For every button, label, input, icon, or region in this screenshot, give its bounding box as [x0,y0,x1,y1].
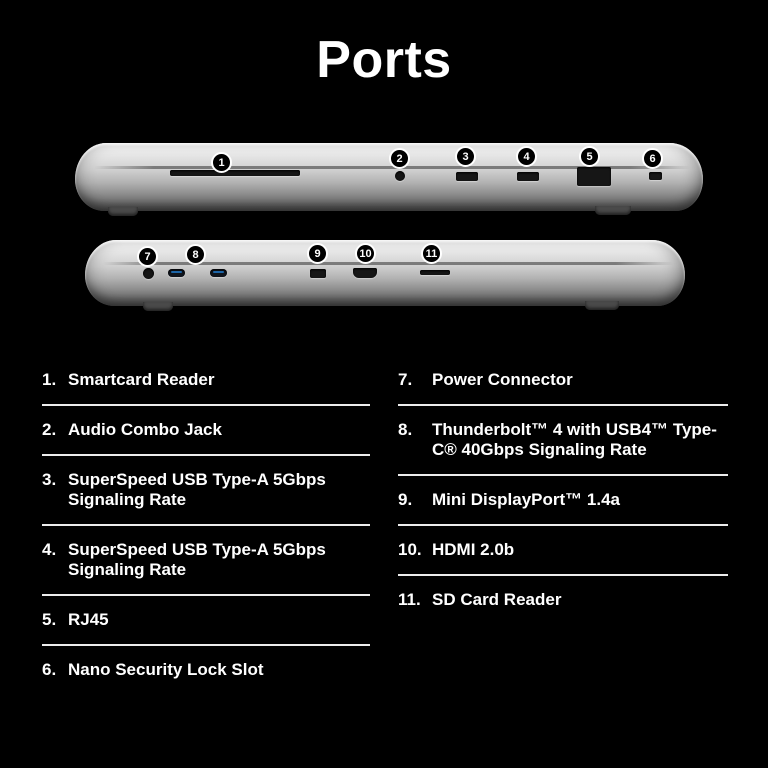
rj45-port [577,167,611,186]
mini-displayport-port [310,269,326,278]
laptop-seam [103,262,673,266]
list-item-usb-a-1: 3. SuperSpeed USB Type-A 5Gbps Signaling… [42,456,370,527]
item-text: Audio Combo Jack [68,420,222,440]
hdmi-port [353,268,377,278]
list-item-thunderbolt-4: 8. Thunderbolt™ 4 with USB4™ Type-C® 40G… [398,406,728,477]
callout-9: 9 [307,243,328,264]
item-text: SuperSpeed USB Type-A 5Gbps Signaling Ra… [68,470,326,510]
list-item-usb-a-2: 4. SuperSpeed USB Type-A 5Gbps Signaling… [42,526,370,597]
usb-c-port-2 [210,269,227,277]
port-list: 1. Smartcard Reader 2. Audio Combo Jack … [42,356,728,694]
list-item-rj45: 5. RJ45 [42,596,370,647]
callout-10: 10 [355,243,376,264]
callout-4: 4 [516,146,537,167]
item-number: 4. [42,540,57,560]
item-text: SuperSpeed USB Type-A 5Gbps Signaling Ra… [68,540,326,580]
item-number: 3. [42,470,57,490]
item-number: 2. [42,420,57,440]
list-item-sd-card-reader: 11. SD Card Reader [398,576,728,624]
item-text: Nano Security Lock Slot [68,660,264,680]
item-number: 1. [42,370,57,389]
list-item-hdmi: 10. HDMI 2.0b [398,526,728,577]
callout-2: 2 [389,148,410,169]
laptop-seam [93,166,691,170]
item-text: HDMI 2.0b [432,540,515,560]
item-number: 7. [398,370,413,389]
list-item-mini-displayport: 9. Mini DisplayPort™ 1.4a [398,476,728,527]
callout-3: 3 [455,146,476,167]
callout-1: 1 [211,152,232,173]
usb-a-port-2 [517,172,539,181]
item-text: Power Connector [432,370,573,389]
laptop-foot [108,207,138,216]
list-item-smartcard-reader: 1. Smartcard Reader [42,356,370,407]
item-number: 5. [42,610,57,630]
laptop-left-side-view [85,240,685,311]
port-list-right-column: 7. Power Connector 8. Thunderbolt™ 4 wit… [398,356,728,694]
item-text: SD Card Reader [432,590,562,610]
audio-jack-port [395,171,405,181]
callout-8: 8 [185,244,206,265]
list-item-audio-combo-jack: 2. Audio Combo Jack [42,406,370,457]
callout-6: 6 [642,148,663,169]
item-number: 11. [398,590,421,610]
usb-c-port-1 [168,269,185,277]
item-text: Thunderbolt™ 4 with USB4™ Type-C® 40Gbps… [432,420,717,460]
callout-7: 7 [137,246,158,267]
item-text: Smartcard Reader [68,370,215,389]
smartcard-slot [170,170,300,176]
laptop-foot [143,302,173,311]
page-title: Ports [316,31,452,89]
item-text: RJ45 [68,610,109,630]
laptop-foot [585,301,619,310]
port-list-left-column: 1. Smartcard Reader 2. Audio Combo Jack … [42,356,370,694]
item-number: 10. [398,540,422,560]
usb-a-port-1 [456,172,478,181]
callout-5: 5 [579,146,600,167]
list-item-power-connector: 7. Power Connector [398,356,728,407]
item-number: 9. [398,490,413,510]
sd-card-slot [420,270,450,275]
power-connector-port [143,268,154,279]
laptop-foot [595,206,631,215]
item-number: 6. [42,660,57,680]
callout-11: 11 [421,243,442,264]
item-number: 8. [398,420,413,440]
list-item-nano-security-lock-slot: 6. Nano Security Lock Slot [42,646,370,694]
item-text: Mini DisplayPort™ 1.4a [432,490,620,510]
security-lock-slot [649,172,662,180]
